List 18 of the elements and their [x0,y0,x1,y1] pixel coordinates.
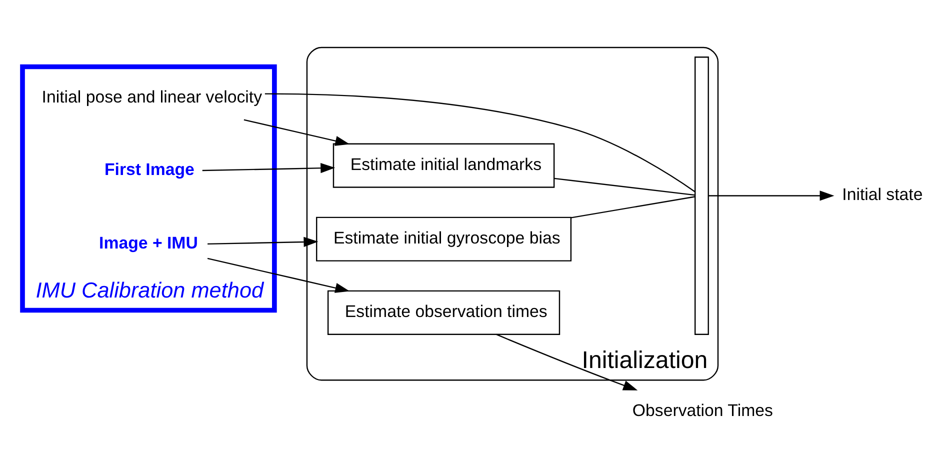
node-box: Estimate initial gyroscope bias [316,216,572,261]
arrow [207,257,350,292]
connector [554,177,695,196]
node-box: Estimate initial landmarks [332,142,555,188]
arrow [708,190,834,200]
node-box: Estimate observation times [327,290,560,334]
node-bar [694,56,709,334]
node-text: First Image [104,159,194,178]
connector [264,92,696,192]
arrow [244,118,350,146]
arrow [202,162,336,173]
arrow [496,333,638,390]
arrow [208,236,318,247]
node-text: Image + IMU [99,232,198,252]
connector [571,196,695,218]
node-text: Initial pose and linear velocity [42,87,262,106]
node-text: Initial state [842,184,923,204]
node-text: Observation Times [632,400,773,420]
